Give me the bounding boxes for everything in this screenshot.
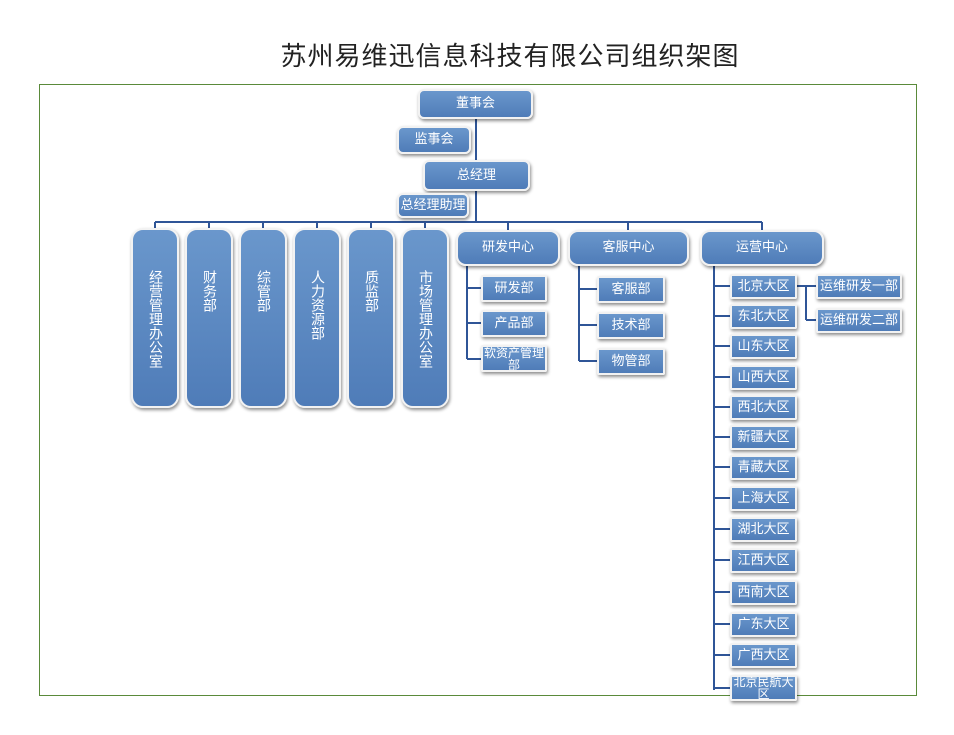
node-region: 北京大区 [730,274,797,299]
node-board: 董事会 [418,89,533,119]
node-region: 西南大区 [730,580,797,605]
node-region: 广西大区 [730,643,797,668]
node-tech-dept: 技术部 [597,312,665,339]
node-supervisory: 监事会 [397,126,471,154]
node-region: 北京民航大区 [730,675,797,701]
node-region: 广东大区 [730,612,797,637]
node-property-dept: 物管部 [597,348,665,375]
chart-title: 苏州易维迅信息科技有限公司组织架图 [280,42,740,72]
node-finance: 财务部 [185,228,233,408]
node-region: 山西大区 [730,365,797,390]
node-marketing-office: 市场管理办公室 [401,228,449,408]
node-service-dept: 客服部 [597,276,665,303]
node-ops-center: 运营中心 [700,230,824,266]
node-admin-office: 经营管理办公室 [131,228,179,408]
node-rnd-dept: 研发部 [481,275,547,302]
node-gm-assistant: 总经理助理 [397,193,469,218]
node-quality: 质监部 [347,228,395,408]
node-region: 西北大区 [730,395,797,420]
node-region: 青藏大区 [730,455,797,480]
node-region: 东北大区 [730,304,797,329]
node-region: 上海大区 [730,486,797,511]
node-region: 新疆大区 [730,425,797,450]
node-software-asset: 软资产管理部 [481,345,547,372]
node-ops-rnd-1: 运维研发一部 [816,274,902,299]
node-region: 湖北大区 [730,517,797,542]
node-region: 江西大区 [730,548,797,573]
node-service-center: 客服中心 [568,230,689,266]
node-general-mgmt: 综管部 [239,228,287,408]
node-rnd-center: 研发中心 [456,230,560,266]
node-hr: 人力资源部 [293,228,341,408]
chart-frame [39,84,917,696]
node-gm: 总经理 [423,160,530,191]
node-product-dept: 产品部 [481,310,547,337]
node-region: 山东大区 [730,334,797,359]
node-ops-rnd-2: 运维研发二部 [816,308,902,333]
